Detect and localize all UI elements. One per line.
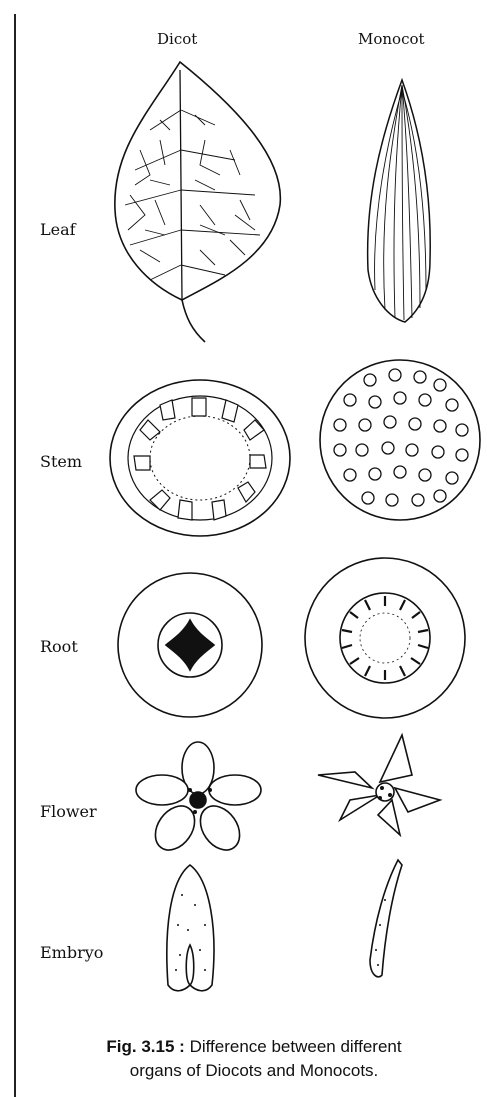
monocot-leaf <box>368 80 431 322</box>
figure-number: Fig. 3.15 : <box>106 1037 184 1056</box>
dicot-stem <box>110 380 290 536</box>
monocot-stem <box>320 360 480 520</box>
dicot-root <box>118 573 262 717</box>
dicot-embryo <box>167 865 214 991</box>
figure-caption: Fig. 3.15 : Difference between different… <box>28 1035 480 1083</box>
caption-line-1: Difference between different <box>190 1037 402 1056</box>
monocot-root <box>305 558 465 718</box>
caption-line-2: organs of Diocots and Monocots. <box>28 1059 480 1083</box>
monocot-embryo <box>370 860 402 977</box>
dicot-leaf <box>115 62 281 342</box>
monocot-flower <box>318 735 440 835</box>
dicot-flower <box>136 742 261 857</box>
